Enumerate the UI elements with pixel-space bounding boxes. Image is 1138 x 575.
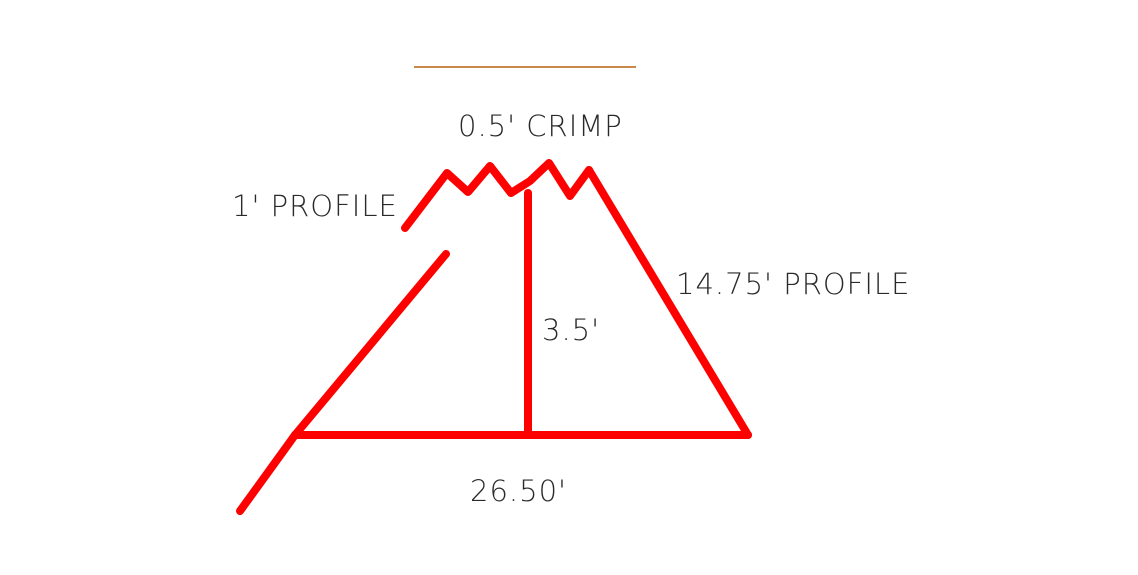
right-profile-line: [585, 166, 752, 439]
title-underline: [414, 66, 636, 68]
left-profile-label: 1' PROFILE: [232, 189, 398, 223]
crimp-label: 0.5' CRIMP: [458, 109, 623, 143]
base-label: 26.50': [470, 474, 567, 508]
crimp-zigzag-line: [401, 159, 593, 232]
left-extension-line: [236, 431, 299, 515]
right-profile-label: 14.75' PROFILE: [676, 267, 911, 301]
left-slope-line: [291, 250, 450, 439]
height-label: 3.5': [542, 313, 601, 347]
